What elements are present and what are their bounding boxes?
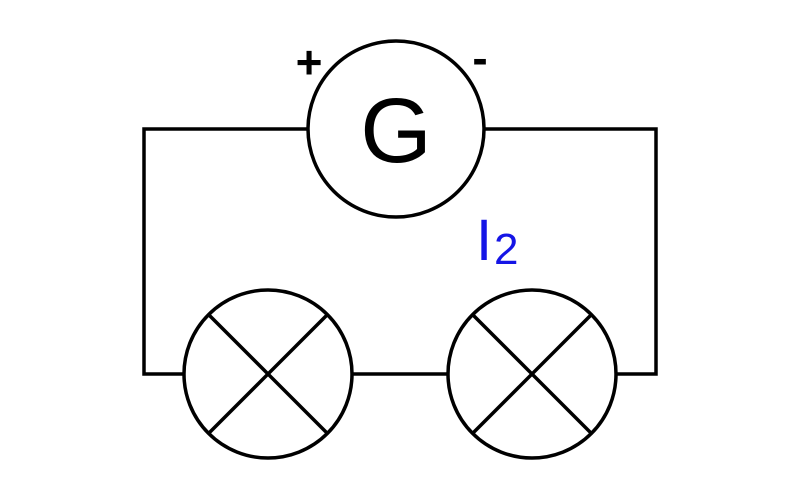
current-label: I 2 (476, 208, 518, 274)
lamp-cross-icon (206, 312, 330, 436)
generator-letter: G (360, 80, 432, 182)
current-subscript: 2 (494, 225, 518, 274)
current-symbol: I (476, 208, 492, 273)
lamp-right (446, 288, 618, 460)
lamp-left (182, 288, 354, 460)
generator: G (306, 39, 486, 219)
positive-terminal-label: + (296, 36, 323, 88)
wire-top-left (142, 127, 308, 376)
negative-terminal-label: - (472, 32, 487, 84)
wire-top-right (485, 127, 658, 376)
lamp-cross-icon (470, 312, 594, 436)
generator-circle (306, 39, 486, 219)
